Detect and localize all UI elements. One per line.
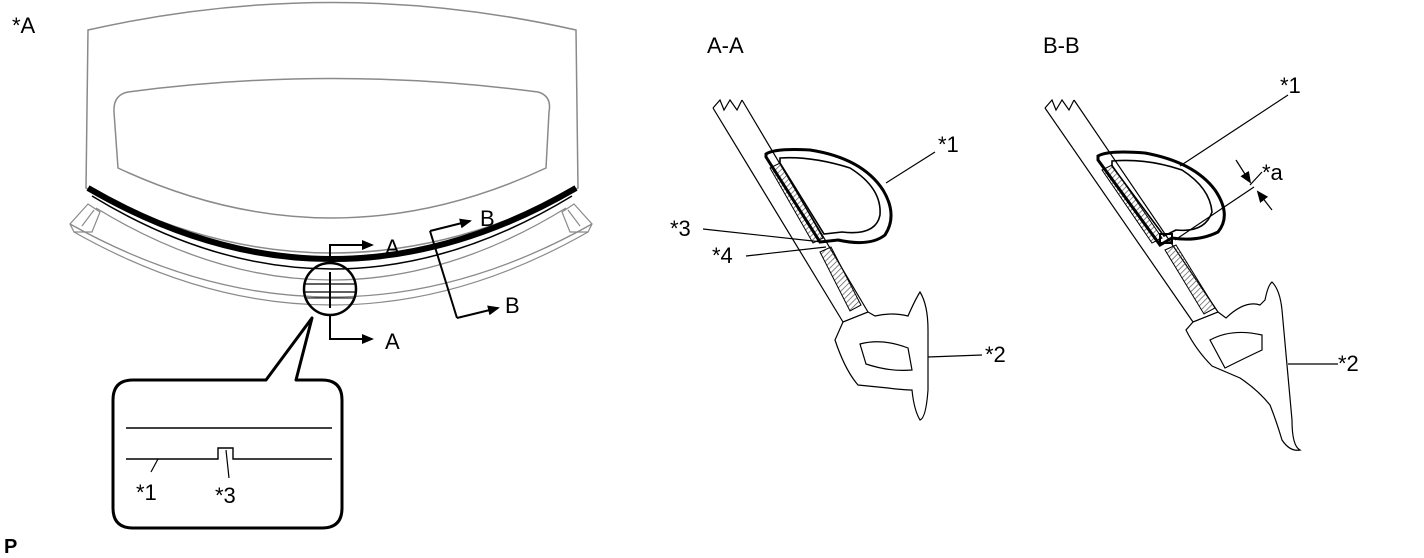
lower-seal-bb [1185, 281, 1302, 451]
section-bb-title: B-B [1043, 33, 1080, 58]
detail-label-1: *1 [136, 480, 157, 505]
detail-callout: *1 *3 [111, 316, 344, 530]
detail-callout-box [111, 316, 344, 530]
back-door-view: *A A A B [4, 1, 593, 558]
aa-label-3: *3 [670, 216, 691, 241]
section-arrow-b: B B [429, 206, 520, 319]
corner-mark: P [4, 536, 17, 558]
arrow-a-bottom-label: A [385, 329, 400, 354]
arrow-a-top-label: A [385, 235, 400, 260]
door-outline [85, 1, 579, 254]
dimension-a: *a [1174, 159, 1284, 241]
bb-label-2: *2 [1338, 351, 1359, 376]
glass-outline [113, 77, 551, 219]
section-aa: A-A *1 *3 *4 *2 [670, 33, 1006, 421]
arrow-b-top-label: B [480, 206, 495, 231]
bb-label-a: *a [1262, 160, 1284, 185]
weatherstrip-curve [86, 185, 578, 262]
lower-seal-aa [834, 290, 929, 421]
arrow-b-bottom-label: B [505, 293, 520, 318]
aa-label-2: *2 [985, 342, 1006, 367]
aa-label-1: *1 [938, 132, 959, 157]
weatherstrip-profile-aa [764, 148, 893, 245]
detail-label-3: *3 [215, 483, 236, 508]
section-arrow-a: A A [329, 235, 400, 354]
aa-label-4: *4 [712, 243, 733, 268]
section-bb: B-B *a * [1043, 33, 1359, 451]
view-a-label: *A [12, 13, 36, 38]
bb-label-1: *1 [1280, 73, 1301, 98]
section-aa-title: A-A [707, 33, 744, 58]
weatherstrip-profile-bb [1096, 150, 1226, 247]
